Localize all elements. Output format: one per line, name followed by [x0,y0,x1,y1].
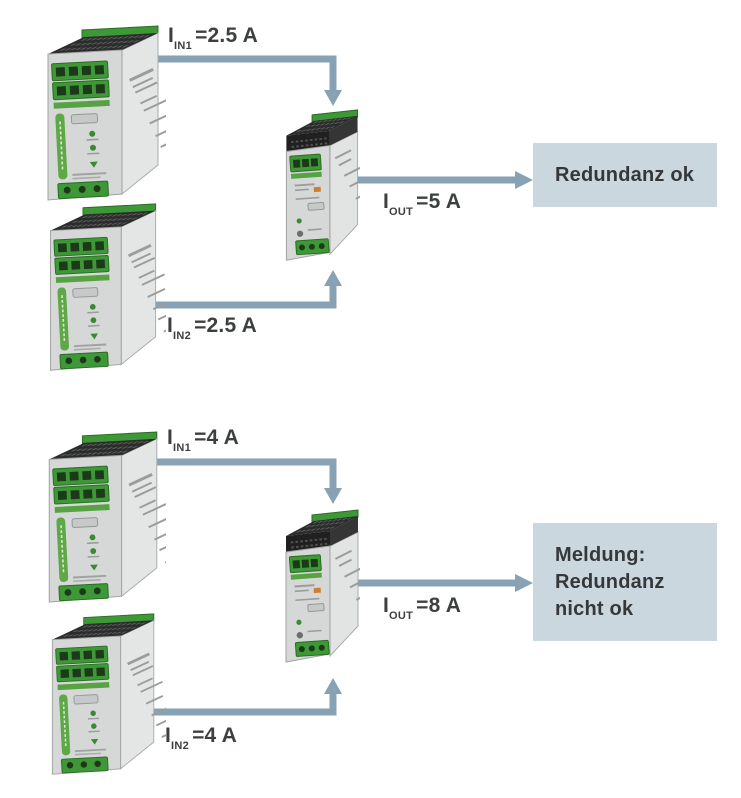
label-value: =4 A [192,724,238,747]
label-subscript: IN2 [171,740,190,753]
redundancy-module-top [280,106,360,276]
label-value: =4 A [194,426,240,449]
label-subscript: IN1 [173,442,192,455]
label-subscript: IN1 [174,40,193,53]
label-base: I [383,594,390,617]
label-base: I [167,426,174,449]
label-subscript: IN2 [173,330,192,343]
label-value: =8 A [416,594,462,617]
result-text: Redundanz ok [555,163,695,186]
label-subscript: OUT [389,610,414,623]
arrow-iout-bottom [358,574,533,592]
label-base: I [383,190,390,213]
label-value: =2.5 A [195,24,258,47]
result-box-redundancy-ok: Redundanz ok [533,143,717,207]
power-supply-1-bottom [42,430,166,606]
label-iout-bottom: IOUT=8 A [383,594,462,623]
label-value: =2.5 A [194,314,257,337]
label-iout-top: IOUT=5 A [383,190,462,219]
label-base: I [167,314,174,337]
redundancy-module-bottom [280,506,360,678]
label-iin1-top: IIN1=2.5 A [168,24,258,53]
power-supply-2-top [42,202,166,374]
power-supply-2-bottom [42,612,166,778]
arrow-iout-top [358,171,533,189]
label-subscript: OUT [389,206,414,219]
label-iin2-top: IIN2=2.5 A [167,314,257,343]
label-iin2-bottom: IIN2=4 A [165,724,238,753]
label-base: I [165,724,172,747]
power-supply-1-top [42,24,166,204]
arrow-iin1-bottom [115,458,342,504]
arrow-iin2-bottom [130,678,342,716]
label-iin1-bottom: IIN1=4 A [167,426,240,455]
label-base: I [168,24,175,47]
result-box-redundancy-not-ok: Meldung: Redundanz nicht ok [533,523,717,641]
arrow-iin2-top [130,270,342,309]
result-text: Meldung: Redundanz nicht ok [555,543,665,620]
arrow-iin1-top [115,55,342,106]
label-value: =5 A [416,190,462,213]
